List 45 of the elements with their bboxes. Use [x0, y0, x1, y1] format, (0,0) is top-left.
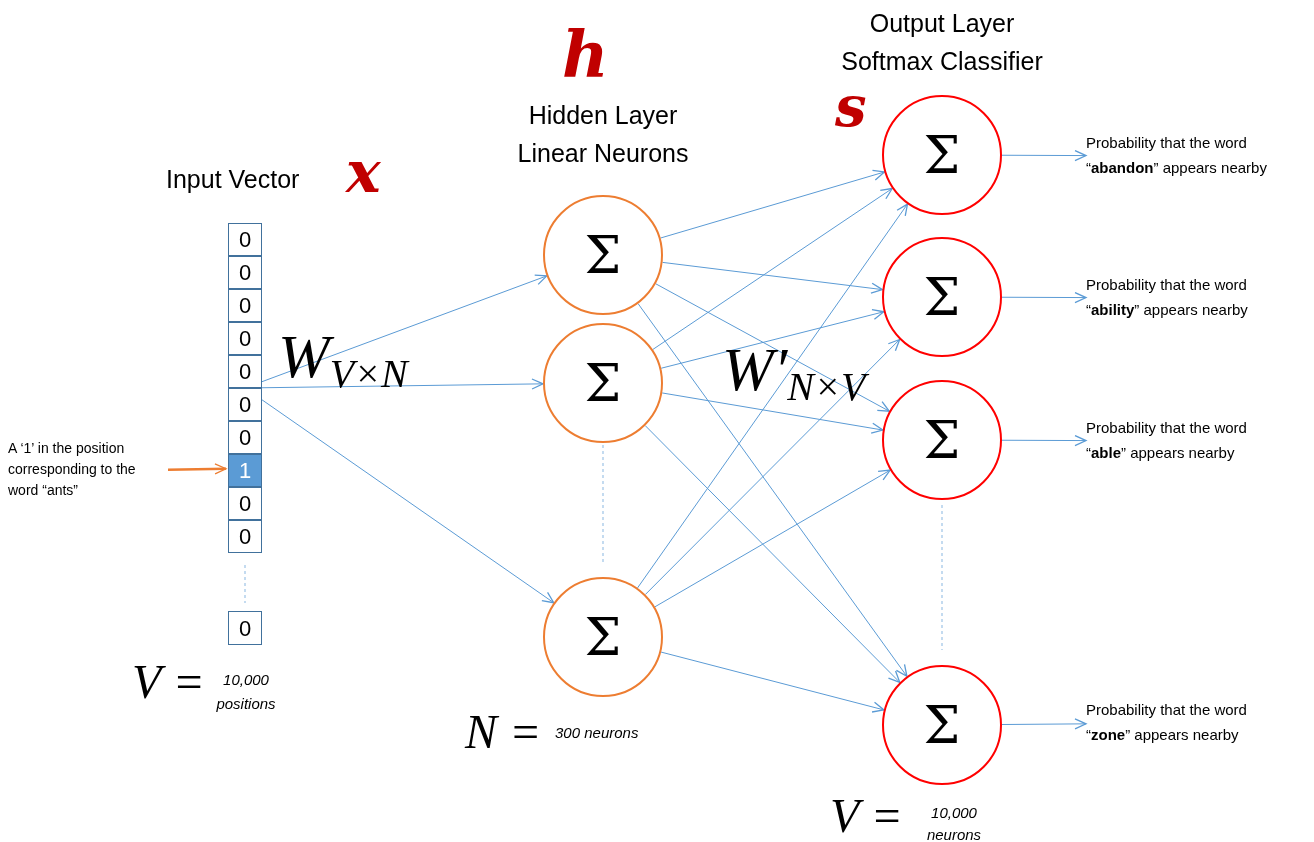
layer-heading: Output Layer Softmax Classifier: [840, 8, 1044, 77]
vector-cell: 0: [228, 520, 262, 553]
equation-value: 10,000 positions: [215, 670, 277, 714]
vector-cell: 0: [228, 256, 262, 289]
equation-value: 10,000 neurons: [925, 803, 983, 842]
annotation-text: A ‘1’ in the position corresponding to the word “ants”: [8, 438, 168, 504]
arrow: [637, 203, 909, 589]
arrow: [644, 338, 901, 595]
arrow: [662, 261, 884, 294]
output-description: Probability that the word “zone” appears nearby: [1086, 697, 1291, 749]
arrow: [1001, 149, 1087, 162]
arrow: [1001, 291, 1087, 304]
equation-value: 300 neurons: [555, 723, 639, 743]
equation-symbol: V =: [830, 792, 903, 840]
vector-heading: Input Vector: [166, 164, 300, 195]
equation-symbol: N =: [465, 708, 542, 756]
vector-cell: 0: [228, 223, 262, 256]
vector-cell: 1: [228, 454, 262, 487]
vector-cell: 0: [228, 611, 262, 645]
arrow: [654, 469, 891, 608]
arrow: [652, 187, 893, 350]
vector-cell: 0: [228, 421, 262, 454]
layer-heading: Hidden Layer Linear Neurons: [516, 100, 690, 169]
vector-symbol: x: [346, 143, 381, 201]
arrow: [637, 303, 908, 677]
vector-cell: 0: [228, 388, 262, 421]
vector-cell: 0: [228, 487, 262, 520]
arrow: [261, 399, 555, 604]
arrow: [644, 425, 901, 684]
arrow: [655, 283, 890, 412]
layer-symbol: s: [835, 78, 867, 134]
output-description: Probability that the word “able” appears nearby: [1086, 415, 1291, 467]
arrow: [1001, 718, 1087, 730]
output-description: Probability that the word “ability” appears nearby: [1086, 272, 1291, 324]
vector-cell: 0: [228, 322, 262, 355]
weight-matrix-symbol: W$_{V×N}$: [278, 325, 408, 387]
arrow: [261, 274, 548, 383]
equation-symbol: V =: [132, 658, 205, 706]
arrow: [167, 463, 227, 475]
output-description: Probability that the word “abandon” appears nearby: [1086, 130, 1291, 182]
vector-cell: 0: [228, 289, 262, 322]
layer-symbol: h: [562, 22, 609, 86]
arrow: [261, 378, 544, 390]
arrow: [1001, 434, 1087, 447]
vector-cell: 0: [228, 355, 262, 388]
